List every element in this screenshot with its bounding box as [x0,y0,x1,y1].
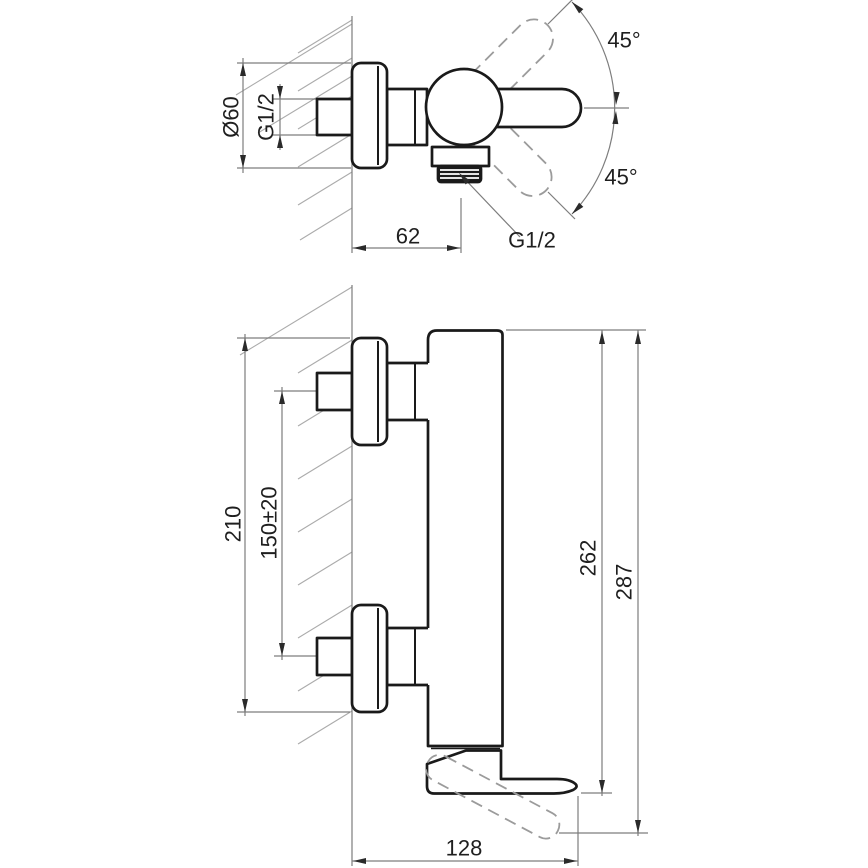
escutcheon-front-top [350,336,389,447]
swing-axis-ext-up [547,0,573,25]
inlet-pipe-front-bottom [315,636,354,677]
hatch-line [297,171,353,206]
dim-label-swing-up: 45° [607,28,640,53]
dimension-lines-front [237,329,648,866]
arrow [353,245,366,251]
arrow [240,63,246,76]
arrow [279,643,285,656]
dimension-arrows-side [240,2,620,251]
side-view: Ø60 G1/2 62 G1/2 45° 45° [219,0,641,253]
arrow [572,202,584,214]
connector-front-bottom [385,626,428,687]
dimension-lines-side [237,0,629,253]
arrow [612,111,619,125]
lever-ghost-down-icon [425,753,561,840]
connector-front-top [385,361,428,422]
valve-connector-side [385,87,429,147]
hatch-line-long [239,286,353,356]
arrow [240,155,246,168]
hatch-line [297,133,353,168]
dim-label-depth: 128 [446,836,483,861]
arrow [277,86,283,99]
spout-lever-front [425,749,578,795]
handle-ghost-up-icon [451,18,554,121]
outlet-block [430,145,491,168]
hatch-line [297,551,353,586]
hatch-line [297,445,353,480]
escutcheon-side [350,61,389,170]
dim-label-overall-height: 287 [612,564,637,601]
inlet-pipe-front-top [315,371,354,412]
arrow [459,173,471,185]
arrow [447,245,460,251]
arrow [599,331,605,344]
arrow [277,135,283,148]
hatch-line-long [235,23,353,96]
mixer-body [426,329,504,748]
arrow [564,858,577,864]
hatch-line [299,207,353,241]
valve-ball [424,67,504,147]
hatch-line-long [257,75,353,134]
hatch-line [297,710,353,745]
dim-label-escutcheon-diameter: Ø60 [219,96,244,138]
inlet-pipe-side [315,97,354,137]
hatch-line [297,604,353,639]
dim-label-body-height: 262 [576,540,601,577]
thread-highlights [440,169,479,179]
mixer-front-outline [315,329,578,795]
arrow [613,91,620,105]
dim-label-mount-span: 210 [221,506,246,543]
arrow [599,780,605,793]
front-view: 210 150±20 262 287 128 [221,285,648,866]
dimension-arrows-front [242,331,641,864]
body-fill [428,331,502,746]
hatch-line [297,498,353,533]
mixer-side-outline [315,61,583,184]
hatch-line [297,339,353,374]
leader-line-outlet [459,173,521,238]
dim-label-inlet-thread: G1/2 [254,93,279,141]
arrow [635,820,641,833]
arrow [279,391,285,404]
dim-label-swing-down: 45° [604,165,637,190]
arrow [242,699,248,712]
dim-label-inlet-spacing: 150±20 [257,486,282,559]
arrow [635,331,641,344]
dim-label-wall-offset: 62 [396,224,420,249]
arrow [353,858,366,864]
swing-axis-ext-down [547,191,576,220]
escutcheon-front-bottom [350,603,389,714]
arrow [242,338,248,351]
arrow [572,2,584,14]
dim-label-outlet-thread: G1/2 [508,228,556,253]
hatch-line [297,19,353,54]
